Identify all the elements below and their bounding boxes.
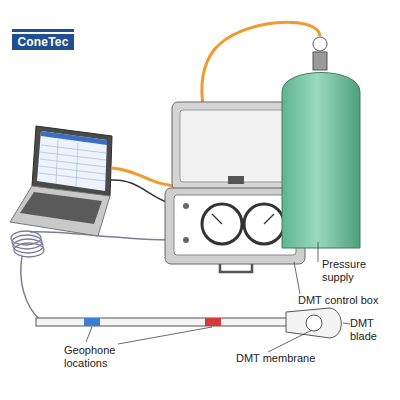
case-latch	[228, 176, 244, 184]
blade-cable	[30, 232, 176, 240]
control-panel	[174, 195, 296, 255]
callout-label: DMT blade	[350, 317, 400, 343]
case-lid	[172, 102, 300, 190]
dmt-membrane	[306, 315, 322, 331]
pressure-gauge	[202, 204, 242, 244]
push-rod	[36, 318, 288, 326]
laptop-base	[10, 186, 110, 236]
screen-table	[39, 140, 106, 187]
pressure-gauge	[244, 204, 284, 244]
logo-text: ConeTec	[17, 35, 68, 49]
cable-coil	[11, 231, 44, 257]
gauge-needle	[212, 214, 222, 224]
gas-cylinder	[282, 73, 360, 249]
callout-label: Pressure supply	[322, 258, 380, 284]
callout-label: DMT membrane	[236, 352, 336, 365]
lid-interior	[180, 110, 292, 182]
laptop-screen-frame	[32, 126, 112, 196]
dmt-blade	[286, 308, 341, 338]
geophone-marker	[84, 318, 100, 326]
pressure-hose	[112, 168, 180, 186]
panel-knob	[183, 203, 189, 209]
callout-label: DMT control box	[298, 294, 398, 307]
panel-knob	[183, 237, 189, 243]
gauge-needle	[264, 214, 274, 224]
logo-box: ConeTec	[12, 32, 74, 50]
callout-label: Geophone locations	[64, 344, 134, 370]
laptop-screen	[37, 131, 107, 191]
geophone-marker	[205, 318, 221, 326]
laptop-keyboard	[20, 192, 102, 224]
blade-cable	[21, 256, 40, 320]
window-titlebar	[41, 131, 107, 145]
case-handle	[220, 264, 252, 272]
regulator-gauge	[313, 37, 327, 51]
cylinder-valve	[313, 52, 327, 70]
